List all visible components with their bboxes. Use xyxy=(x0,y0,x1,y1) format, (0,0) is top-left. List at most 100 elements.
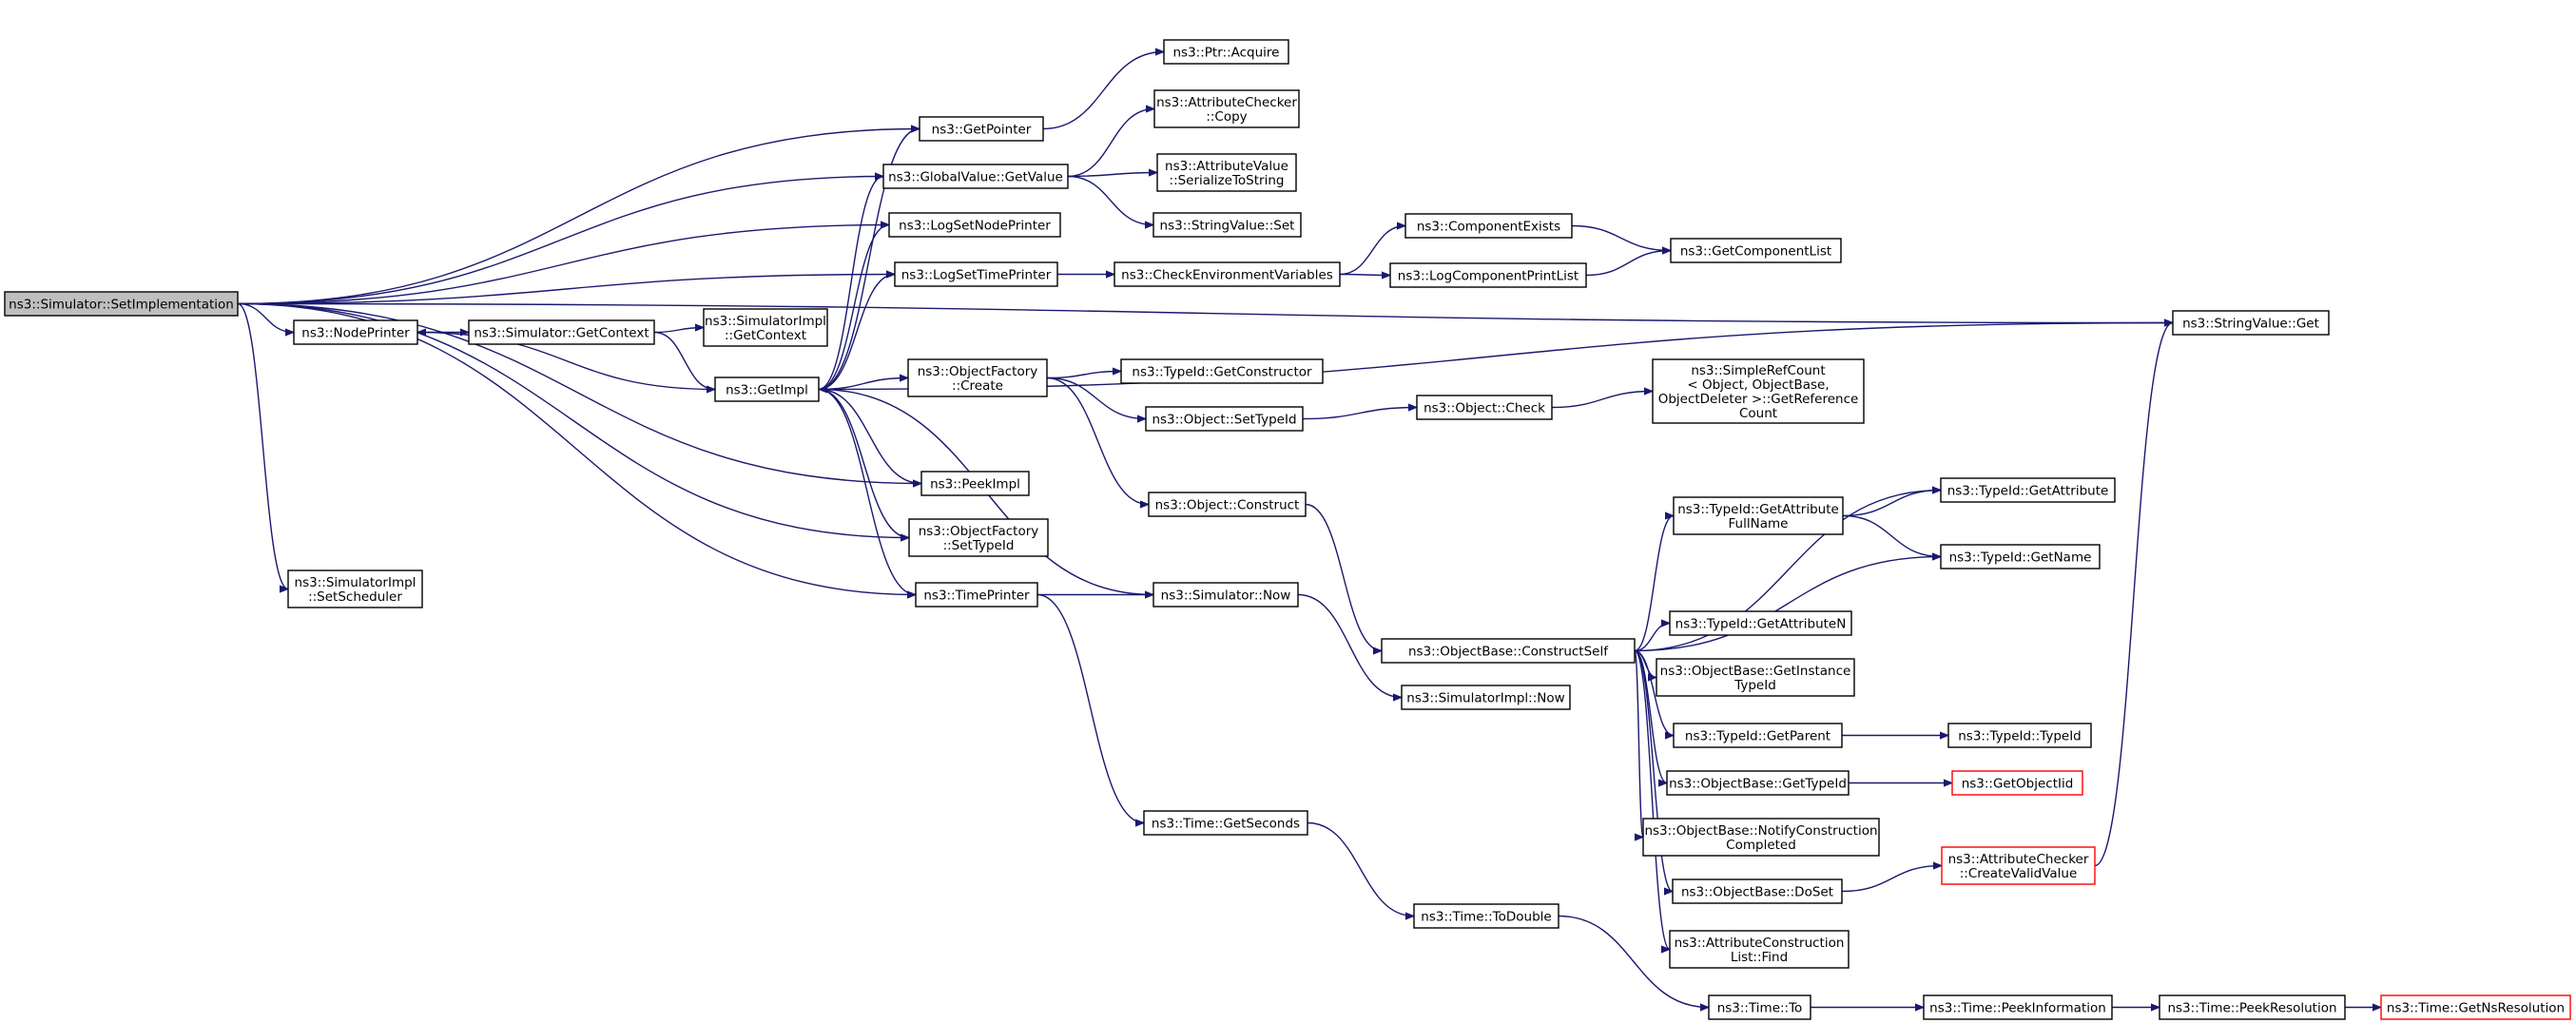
node-box[interactable] xyxy=(908,518,1049,557)
node-objectsettypeid[interactable]: ns3::Object::SetTypeId xyxy=(1145,406,1304,432)
node-lognodeprinter[interactable]: ns3::LogSetNodePrinter xyxy=(888,212,1061,238)
node-typeidgetconstructor[interactable]: ns3::TypeId::GetConstructor xyxy=(1120,358,1324,384)
node-box[interactable] xyxy=(1673,496,1844,535)
node-objbasegettypeid[interactable]: ns3::ObjectBase::GetTypeId xyxy=(1666,770,1850,796)
node-box[interactable] xyxy=(1389,262,1587,288)
node-box[interactable] xyxy=(1669,610,1852,636)
node-timeto[interactable]: ns3::Time::To xyxy=(1708,994,1811,1020)
node-box[interactable] xyxy=(1156,153,1297,192)
node-box[interactable] xyxy=(1404,213,1573,239)
node-box[interactable] xyxy=(714,376,820,402)
node-box[interactable] xyxy=(1947,723,2092,748)
node-box[interactable] xyxy=(2159,994,2346,1020)
node-box[interactable] xyxy=(915,582,1038,608)
node-timepeekres[interactable]: ns3::Time::PeekResolution xyxy=(2159,994,2346,1020)
node-box[interactable] xyxy=(1152,212,1302,238)
node-box[interactable] xyxy=(1940,477,2116,503)
node-box[interactable] xyxy=(1143,810,1308,836)
node-attrcheckcreate[interactable]: ns3::AttributeChecker::CreateValidValue xyxy=(1941,846,2096,885)
node-typeidgetattrn[interactable]: ns3::TypeId::GetAttributeN xyxy=(1669,610,1852,636)
node-box[interactable] xyxy=(888,212,1061,238)
node-objbasedoset[interactable]: ns3::ObjectBase::DoSet xyxy=(1672,878,1843,904)
node-box[interactable] xyxy=(1120,358,1324,384)
node-box[interactable] xyxy=(1708,994,1811,1020)
node-typeidtypeid[interactable]: ns3::TypeId::TypeId xyxy=(1947,723,2092,748)
node-logtimeprinter[interactable]: ns3::LogSetTimePrinter xyxy=(894,261,1058,287)
node-box[interactable] xyxy=(919,116,1044,142)
node-ptracquire[interactable]: ns3::Ptr::Acquire xyxy=(1163,39,1289,65)
node-timetodouble[interactable]: ns3::Time::ToDouble xyxy=(1413,903,1559,929)
node-box[interactable] xyxy=(907,358,1048,397)
node-objectconstruct[interactable]: ns3::Object::Construct xyxy=(1148,492,1307,517)
node-timeprinter[interactable]: ns3::TimePrinter xyxy=(915,582,1038,608)
node-box[interactable] xyxy=(1148,492,1307,517)
node-simimplnow[interactable]: ns3::SimulatorImpl::Now xyxy=(1401,685,1571,710)
node-checkenv[interactable]: ns3::CheckEnvironmentVariables xyxy=(1114,261,1341,287)
node-nodeprinter[interactable]: ns3::NodePrinter xyxy=(293,319,418,345)
node-stringvalueget[interactable]: ns3::StringValue::Get xyxy=(2172,310,2330,336)
node-attrcheckcopy[interactable]: ns3::AttributeChecker::Copy xyxy=(1153,89,1300,128)
node-box[interactable] xyxy=(1153,89,1300,128)
node-typeidgetname[interactable]: ns3::TypeId::GetName xyxy=(1940,544,2101,569)
node-box[interactable] xyxy=(468,319,655,345)
node-box[interactable] xyxy=(1652,358,1865,424)
node-box[interactable] xyxy=(1672,878,1843,904)
node-simnow[interactable]: ns3::Simulator::Now xyxy=(1152,582,1299,608)
node-box[interactable] xyxy=(2172,310,2330,336)
node-getcomplist[interactable]: ns3::GetComponentList xyxy=(1670,238,1842,263)
node-box[interactable] xyxy=(287,569,423,608)
node-root[interactable]: ns3::Simulator::SetImplementation xyxy=(4,291,239,317)
node-box[interactable] xyxy=(1381,638,1636,664)
node-box[interactable] xyxy=(1951,770,2083,796)
node-box[interactable] xyxy=(894,261,1058,287)
node-box[interactable] xyxy=(1656,658,1855,697)
node-typeidgetparent[interactable]: ns3::TypeId::GetParent xyxy=(1673,723,1843,748)
node-box[interactable] xyxy=(882,164,1069,189)
node-peekimpl[interactable]: ns3::PeekImpl xyxy=(920,471,1030,496)
node-box[interactable] xyxy=(920,471,1030,496)
node-box[interactable] xyxy=(293,319,418,345)
node-box[interactable] xyxy=(1416,395,1553,420)
node-box[interactable] xyxy=(1941,846,2096,885)
node-timegetnsres[interactable]: ns3::Time::GetNsResolution xyxy=(2380,994,2571,1020)
node-box[interactable] xyxy=(1923,994,2113,1020)
node-objfactorysettypeid[interactable]: ns3::ObjectFactory::SetTypeId xyxy=(908,518,1049,557)
node-logcompprint[interactable]: ns3::LogComponentPrintList xyxy=(1389,262,1587,288)
node-box[interactable] xyxy=(1940,544,2101,569)
node-simimplgetcontext[interactable]: ns3::SimulatorImpl::GetContext xyxy=(703,308,828,347)
node-box[interactable] xyxy=(1413,903,1559,929)
node-box[interactable] xyxy=(1152,582,1299,608)
node-objbasenotify[interactable]: ns3::ObjectBase::NotifyConstructionCompl… xyxy=(1642,818,1880,857)
node-simplerefcount[interactable]: ns3::SimpleRefCount< Object, ObjectBase,… xyxy=(1652,358,1865,424)
node-simimplsetscheduler[interactable]: ns3::SimulatorImpl::SetScheduler xyxy=(287,569,423,608)
node-timepeekinfo[interactable]: ns3::Time::PeekInformation xyxy=(1923,994,2113,1020)
node-box[interactable] xyxy=(1145,406,1304,432)
node-box[interactable] xyxy=(1669,930,1850,969)
node-box[interactable] xyxy=(1673,723,1843,748)
node-getimpl[interactable]: ns3::GetImpl xyxy=(714,376,820,402)
node-box[interactable] xyxy=(1670,238,1842,263)
node-timegetseconds[interactable]: ns3::Time::GetSeconds xyxy=(1143,810,1308,836)
node-simgetcontext[interactable]: ns3::Simulator::GetContext xyxy=(468,319,655,345)
node-box[interactable] xyxy=(703,308,828,347)
node-objectcheck[interactable]: ns3::Object::Check xyxy=(1416,395,1553,420)
node-box[interactable] xyxy=(1114,261,1341,287)
node-box[interactable] xyxy=(4,291,239,317)
node-compexists[interactable]: ns3::ComponentExists xyxy=(1404,213,1573,239)
node-box[interactable] xyxy=(1401,685,1571,710)
node-box[interactable] xyxy=(2380,994,2571,1020)
node-stringvalueset[interactable]: ns3::StringValue::Set xyxy=(1152,212,1302,238)
node-globalvalue[interactable]: ns3::GlobalValue::GetValue xyxy=(882,164,1069,189)
node-typeidgetattribute[interactable]: ns3::TypeId::GetAttribute xyxy=(1940,477,2116,503)
node-box[interactable] xyxy=(1666,770,1850,796)
node-objfactorycreate[interactable]: ns3::ObjectFactory::Create xyxy=(907,358,1048,397)
node-getpointer[interactable]: ns3::GetPointer xyxy=(919,116,1044,142)
node-attrvalser[interactable]: ns3::AttributeValue::SerializeToString xyxy=(1156,153,1297,192)
node-box[interactable] xyxy=(1163,39,1289,65)
node-objbaseconstructself[interactable]: ns3::ObjectBase::ConstructSelf xyxy=(1381,638,1636,664)
node-getobjectiid[interactable]: ns3::GetObjectIid xyxy=(1951,770,2083,796)
node-box[interactable] xyxy=(1642,818,1880,857)
